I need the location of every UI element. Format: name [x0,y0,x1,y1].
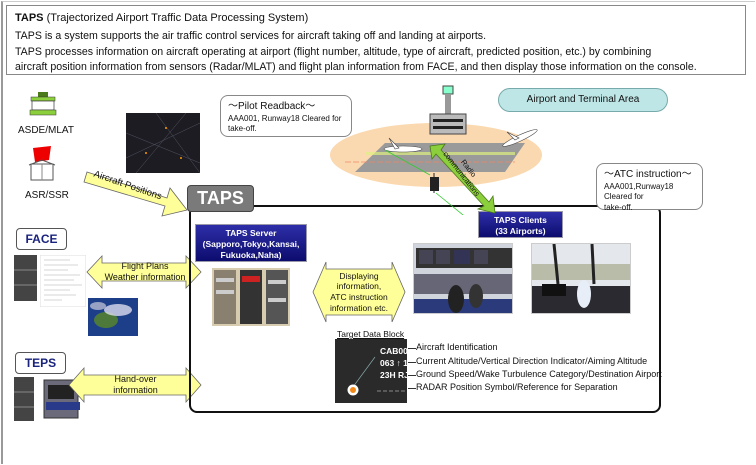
page-title: TAPS (Trajectorized Airport Traffic Data… [15,12,308,24]
taps-system-box [189,205,661,413]
tdb-callsign: CAB001 [380,346,413,356]
server-title: TAPS Server [225,228,277,238]
displaying-line-2: ATC instruction [330,292,388,302]
leader-line [408,375,416,376]
radar-display-image [126,113,200,173]
description-header: TAPS (Trajectorized Airport Traffic Data… [6,5,746,75]
radio-antenna-icon [430,173,439,193]
clients-title: TAPS Clients [494,215,547,225]
desc-line-1: TAPS is a system supports the air traffi… [15,30,487,42]
satellite-weather-image [88,298,138,336]
target-data-block: CAB001 063 ↑ 180 23H RJCC [335,339,421,403]
desc-line-2: TAPS processes information on aircraft o… [15,46,652,58]
atc-instruction-bubble: ～ATC instruction～ AAA001,Runway18 Cleare… [596,163,703,212]
tdb-lines: CAB001 063 ↑ 180 23H RJCC [380,345,421,381]
tower-cab-photo [531,243,631,314]
airplane-icon [502,129,538,147]
tdb-legend-2: Current Altitude/Vertical Direction Indi… [416,356,648,366]
taps-server-box: TAPS Server(Sapporo,Tokyo,Kansai,Fukuoka… [195,224,307,262]
handover-line-2: information [113,385,158,395]
handover-arrow [68,366,202,404]
flight-plan-document-image [40,255,86,307]
server-sites-1: (Sapporo,Tokyo,Kansai, [202,239,300,249]
atc-instruction-title: ～ATC instruction～ [604,169,692,180]
atc-instruction-text-1: AAA001,Runway18 Cleared for [604,181,674,202]
displaying-line-3: information etc. [329,302,389,313]
target-data-block-title: Target Data Block [337,329,405,339]
teps-label: TEPS [15,352,66,374]
airport-scene [330,85,542,215]
displaying-line-1: Displaying information, [336,270,382,292]
taps-clients-box: TAPS Clients(33 Airports) [478,211,563,238]
control-tower-icon [29,92,57,116]
asr-ssr-label: ASR/SSR [25,190,69,201]
clients-count: (33 Airports) [495,226,546,236]
server-rack-image [212,268,290,326]
pilot-readback-bubble: ～Pilot Readback～ AAA001, Runway18 Cleare… [220,95,352,137]
title-acronym: TAPS [15,12,44,24]
control-tower-building [429,85,467,135]
pilot-readback-title: ～Pilot Readback～ [228,101,316,112]
weather-info-line: Weather information [104,272,186,282]
flight-plans-line: Flight Plans [121,260,169,271]
face-label: FACE [16,228,67,250]
radar-icon [28,146,56,181]
pilot-readback-text-1: AAA001, Runway18 Cleared for [228,113,342,123]
flight-plans-arrow [86,254,202,290]
tdb-legend-4: RADAR Position Symbol/Reference for Sepa… [416,382,618,392]
airport-terminal-area-label: Airport and Terminal Area [498,88,668,112]
desc-line-3: aircraft position information from senso… [15,61,697,73]
atc-instruction-text-2: take-off. [604,203,633,213]
leader-line [408,348,416,349]
teps-equipment-icon [14,377,80,421]
server-sites-2: Fukuoka,Naha) [220,250,282,260]
taps-tab: TAPS [187,185,254,212]
airplane-icon [383,137,423,153]
tdb-speed-dest: 23H RJCC [380,370,422,380]
aircraft-positions-arrow [83,171,188,217]
leader-line [408,362,416,363]
radar-position-symbol [347,356,407,396]
title-expansion: (Trajectorized Airport Traffic Data Proc… [46,12,309,24]
tdb-legend-3: Ground Speed/Wake Turbulence Category/De… [416,369,662,379]
control-room-photo [413,243,513,314]
tdb-legend-1: Aircraft Identification [416,342,498,352]
face-server-icon [14,255,37,301]
radio-communications-arrow [429,143,496,214]
tdb-altitude: 063 ↑ 180 [380,358,418,368]
pilot-readback-text-2: take-off. [228,124,257,134]
asde-mlat-label: ASDE/MLAT [18,125,74,136]
leader-line [408,388,416,389]
displaying-info-arrow [312,261,406,323]
handover-line-1: Hand-over [114,373,157,384]
